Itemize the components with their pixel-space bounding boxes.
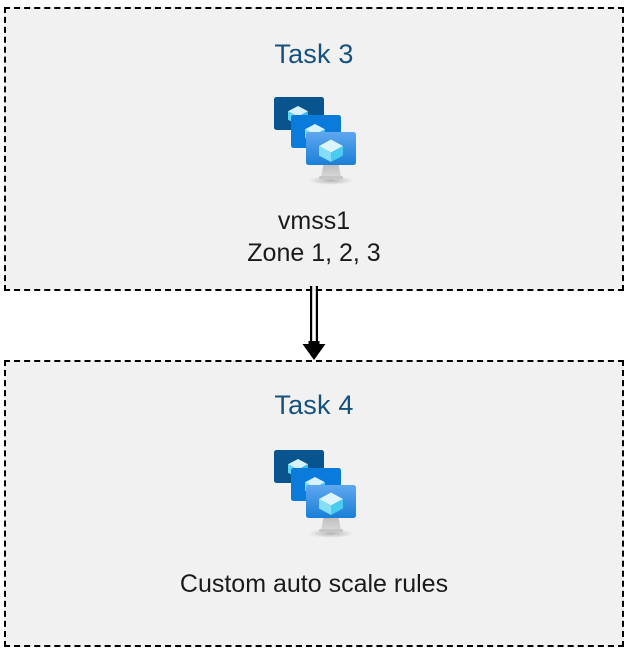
task3-heading: Task 3 <box>274 39 354 69</box>
task4-heading: Task 4 <box>274 390 354 420</box>
task4-caption: Custom auto scale rules <box>179 570 449 598</box>
task3-caption: vmss1 Zone 1, 2, 3 <box>247 207 381 267</box>
vmss-icon-task4 <box>274 450 356 538</box>
vmss-icon-task3 <box>274 97 356 185</box>
task-box-task4[interactable]: Task 4 <box>4 360 624 647</box>
task-box-task3[interactable]: Task 3 <box>4 7 624 291</box>
down-arrow-connector <box>302 286 326 360</box>
